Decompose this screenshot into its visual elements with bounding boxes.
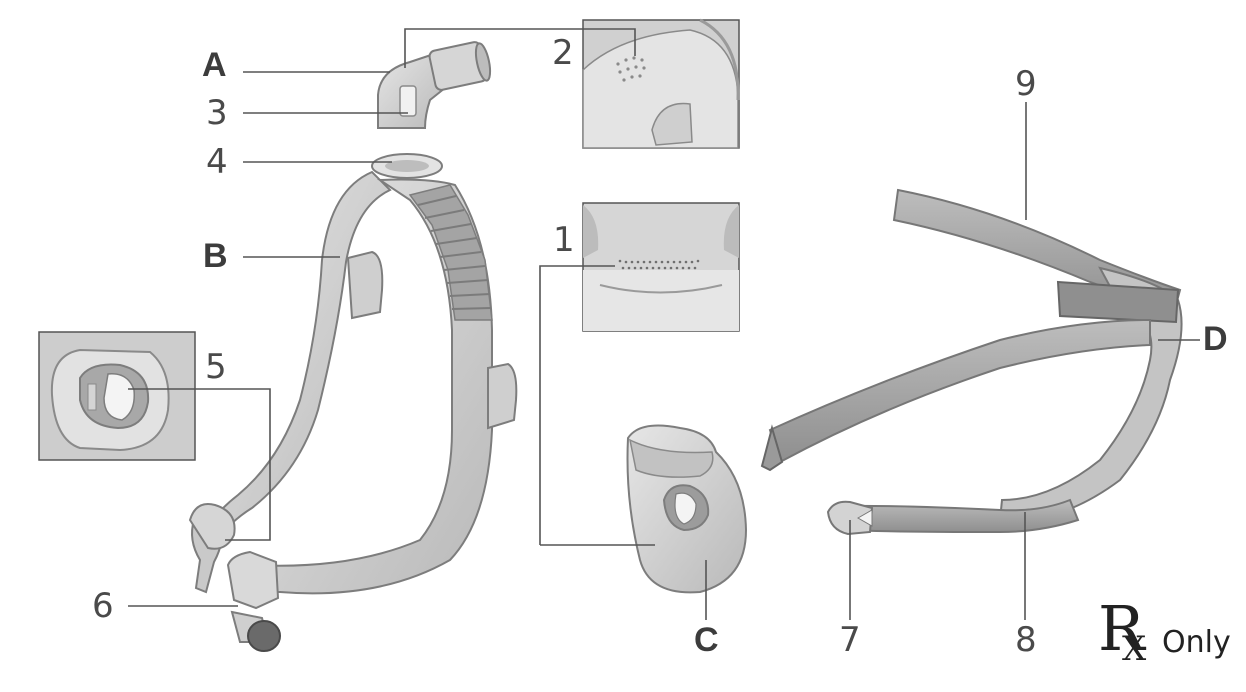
inset-cushion-vent-detail [582,202,740,332]
leader-1-a [539,265,615,545]
inset-vent-detail [582,18,740,149]
label-7: 7 [839,620,861,660]
label-1: 1 [553,220,575,260]
label-9: 9 [1015,64,1037,104]
label-6: 6 [92,586,114,626]
frame-part [188,153,518,652]
label-B: B [203,237,228,275]
label-D: D [1203,320,1228,358]
elbow-part [377,41,492,129]
rx-r: R [1098,592,1145,665]
rx-only-text: Only [1162,625,1231,660]
leader-lines [128,28,1200,620]
rx-only-mark: R X Only [1098,598,1238,678]
cushion-part [626,424,748,594]
headgear-part [760,188,1183,536]
label-3: 3 [206,93,228,133]
inset-frame-port-detail [38,331,196,461]
label-2: 2 [552,33,574,73]
label-C: C [694,621,719,659]
label-4: 4 [206,142,228,182]
leader-5 [128,388,271,541]
label-5: 5 [205,347,227,387]
label-8: 8 [1015,620,1037,660]
rx-x: X [1122,629,1147,669]
leader-2 [404,28,636,68]
label-A: A [202,46,227,84]
